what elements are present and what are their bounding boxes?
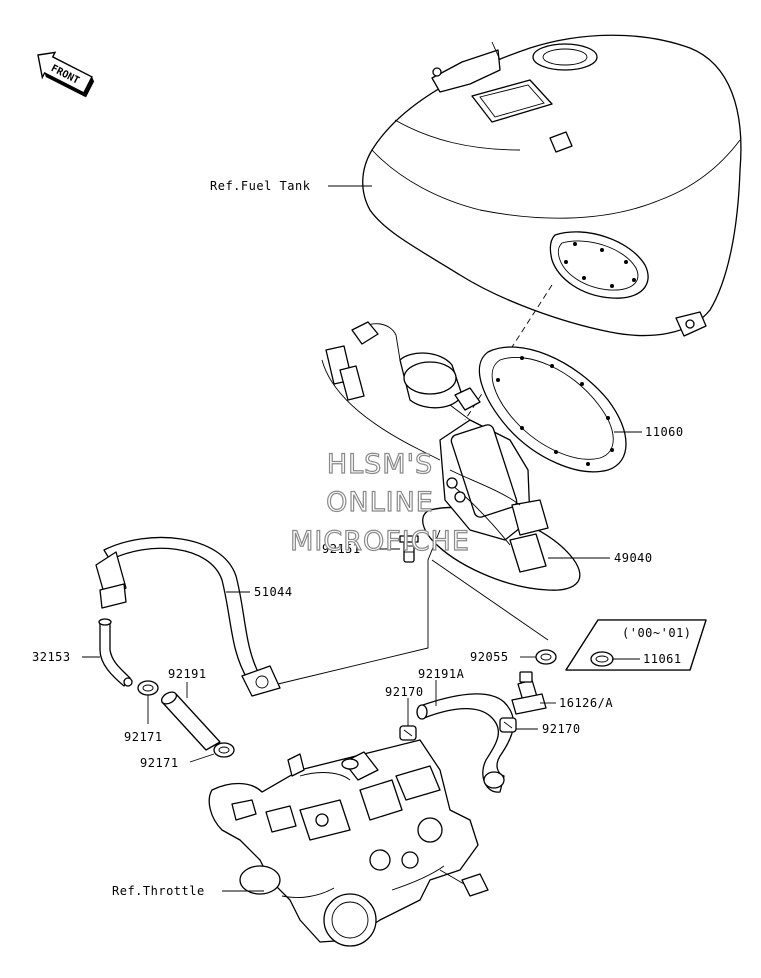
hose-92191 [160,691,221,751]
watermark: HLSM'S ONLINE MICROFICHE [289,448,470,557]
inset-box [565,619,707,671]
clamp-92171-lower [213,742,235,758]
clamp-92170-right [499,717,517,733]
label-32153: 32153 [32,650,71,664]
label-92191: 92191 [168,667,207,681]
clamp-92171-upper [137,680,159,696]
fuel-pump-assembly [321,321,581,591]
label-92191a: 92191A [418,667,465,681]
gasket-11060 [478,346,627,473]
fuel-tank [362,34,742,337]
label-92170-right: 92170 [542,722,581,736]
label-ref-fuel-tank: Ref.Fuel Tank [210,179,311,193]
watermark-line-2: ONLINE [326,487,434,518]
label-92171-lower: 92171 [140,756,179,770]
label-51044: 51044 [254,585,293,599]
o-ring-92055 [535,649,557,665]
label-11060: 11060 [645,425,684,439]
hose-92191a [416,693,515,793]
sensor-16126a [511,671,547,715]
label-11061: 11061 [643,652,682,666]
label-92171-upper: 92171 [124,730,163,744]
fitting-32153 [98,618,133,687]
label-92151: 92151 [322,542,361,556]
clamp-92170-left [399,725,417,741]
label-92055: 92055 [470,650,509,664]
bolt-92151 [399,535,419,563]
throttle-body [208,739,489,947]
inset-label: ('00~'01) [622,626,692,640]
label-ref-throttle: Ref.Throttle [112,884,205,898]
watermark-line-3: MICROFICHE [290,526,470,557]
watermark-line-1: HLSM'S [327,449,433,480]
fuel-hose-51044 [95,536,281,697]
label-16126a: 16126/A [559,696,613,710]
label-49040: 49040 [614,551,653,565]
front-arrow-icon: FRONT [37,51,95,98]
label-92170-left: 92170 [385,685,424,699]
